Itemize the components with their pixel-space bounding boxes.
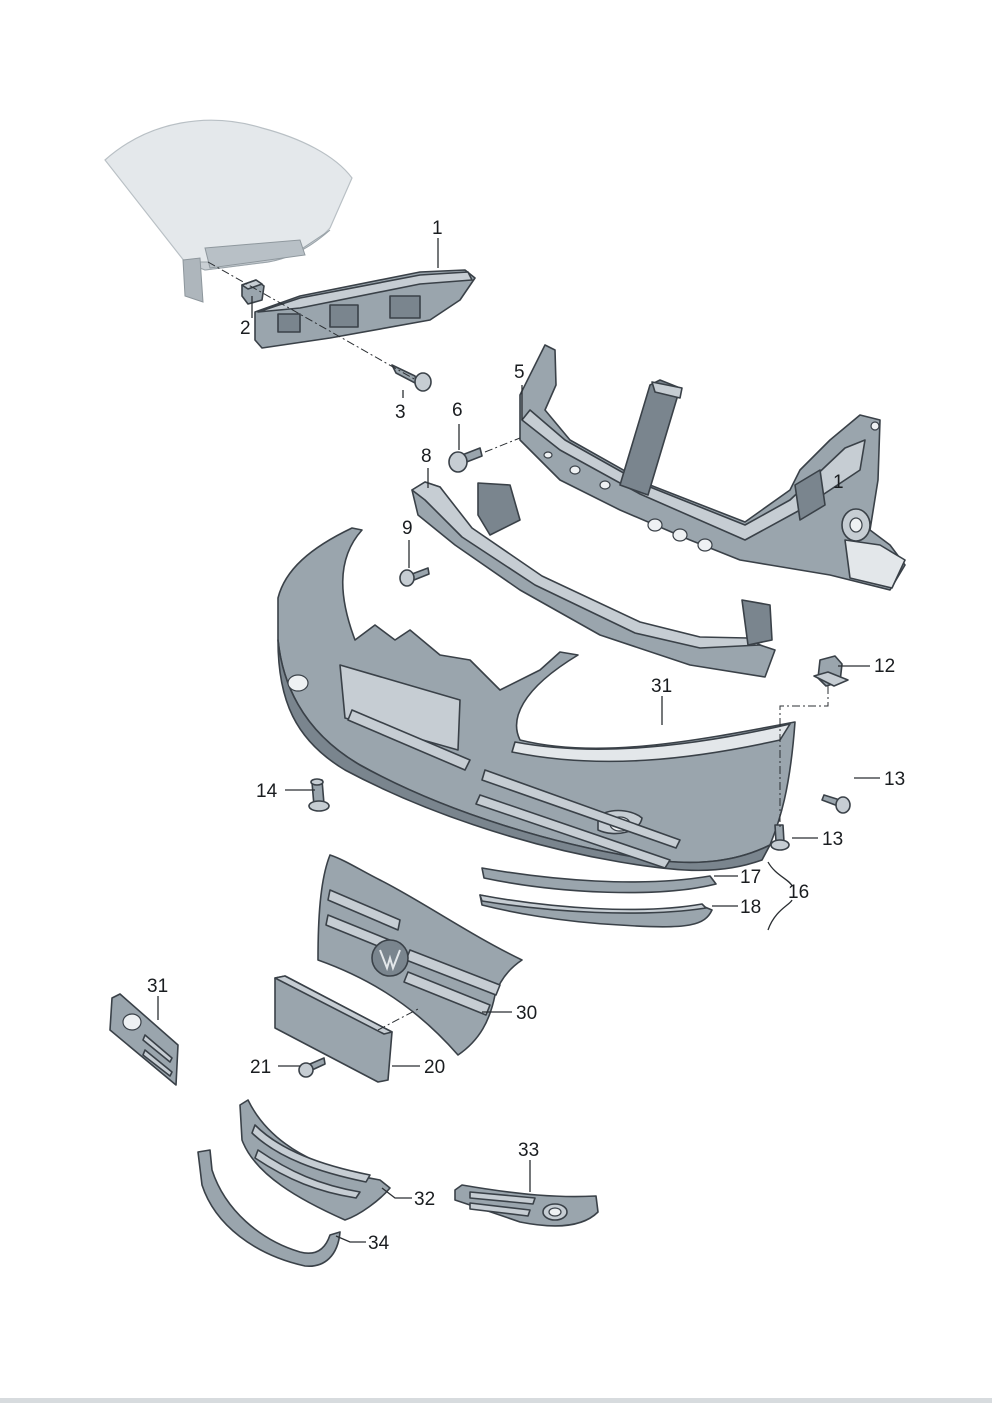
callout-34: 34 [368,1233,390,1254]
callout-1-top: 1 [432,218,443,239]
callout-31-left: 31 [147,976,168,997]
part-30-radiator-grille [317,854,523,1056]
callout-32: 32 [414,1189,435,1210]
callout-9: 9 [402,518,413,539]
part-9-screw [399,567,430,587]
callout-33: 33 [518,1140,539,1161]
part-34-trim-strip [197,1149,341,1267]
part-31-fog-light-grille-left [109,993,179,1086]
callout-2: 2 [240,318,251,339]
part-12-clip [813,655,849,687]
fender [104,119,353,303]
callout-3: 3 [395,402,406,423]
part-20-license-plate-bracket [274,975,393,1083]
part-33-fog-light-grille-right [454,1184,599,1227]
part-13-screw-upper [821,794,851,814]
callout-30: 30 [516,1003,537,1024]
part-21-screw [298,1057,326,1078]
part-6-bolt [448,447,483,473]
part-8-impact-bar [411,481,776,678]
callout-12: 12 [874,656,895,677]
callout-1-right: 1 [833,472,844,493]
callout-14: 14 [256,781,278,802]
callout-16: 16 [788,882,809,903]
part-31-bumper-cover [277,527,796,872]
callout-20: 20 [424,1057,445,1078]
part-1-bumper-guide-left [254,269,476,349]
callout-13-lower: 13 [822,829,843,850]
callout-5: 5 [514,362,525,383]
callout-13-upper: 13 [884,769,905,790]
callout-18: 18 [740,897,761,918]
part-17-trim-strip [481,867,717,894]
part-18-trim-strip [479,894,713,928]
part-3-screw [391,364,432,392]
callout-21: 21 [250,1057,271,1078]
callout-labels: 1 1 2 3 5 6 8 9 12 13 13 14 16 17 18 20 … [147,218,905,1254]
part-5-bumper-carrier [519,344,906,591]
page-bottom-rule [0,1398,992,1403]
leader-lines [157,238,880,1243]
part-32-lower-grille [239,1099,391,1221]
part-14-plug [308,778,330,812]
callout-8: 8 [421,446,432,467]
callout-17: 17 [740,867,761,888]
part-2-clip [241,279,265,305]
callout-6: 6 [452,400,463,421]
callout-31-bumper: 31 [651,676,672,697]
